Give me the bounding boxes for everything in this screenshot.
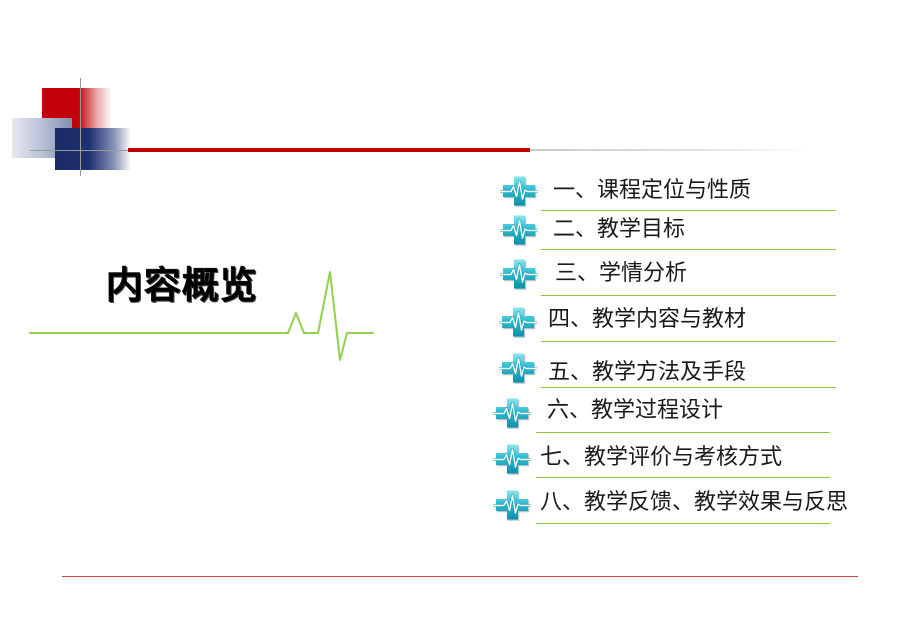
agenda-item-3: 三、学情分析 (500, 258, 890, 298)
agenda-item-7: 七、教学评价与考核方式 (493, 443, 883, 483)
medical-cross-icon (499, 352, 537, 384)
agenda-item-label: 三、学情分析 (555, 261, 688, 286)
agenda-item-label: 五、教学方法及手段 (548, 360, 747, 385)
agenda-item-2: 二、教学目标 (500, 214, 890, 254)
agenda-item-label: 四、教学内容与教材 (548, 307, 747, 332)
decor-vertical-line (80, 78, 81, 176)
agenda-item-label: 七、教学评价与考核方式 (540, 445, 783, 470)
footer-divider (62, 576, 858, 577)
agenda-item-underline (536, 523, 830, 524)
agenda-item-underline (541, 295, 836, 296)
medical-cross-icon (493, 443, 531, 475)
agenda-item-5: 五、教学方法及手段 (499, 352, 889, 392)
agenda-item-1: 一、课程定位与性质 (500, 175, 890, 215)
medical-cross-icon (500, 258, 538, 290)
agenda-item-label: 八、教学反馈、教学效果与反思 (540, 490, 849, 515)
medical-cross-icon (499, 306, 537, 338)
agenda-item-underline (541, 341, 836, 342)
agenda-item-label: 一、课程定位与性质 (553, 178, 752, 203)
decor-navy-square (55, 128, 131, 170)
medical-cross-icon (493, 397, 531, 429)
header-red-bar (128, 148, 530, 152)
agenda-item-underline (541, 249, 836, 250)
medical-cross-icon (500, 175, 538, 207)
agenda-item-label: 六、教学过程设计 (547, 398, 724, 423)
agenda-item-8: 八、教学反馈、教学效果与反思 (493, 489, 883, 529)
agenda-item-4: 四、教学内容与教材 (499, 306, 889, 346)
header-fade-bar (530, 149, 812, 151)
agenda-item-underline (536, 477, 830, 478)
medical-cross-icon (493, 489, 531, 521)
slide-title: 内容概览 (106, 264, 258, 307)
agenda-item-label: 二、教学目标 (553, 217, 686, 242)
medical-cross-icon (500, 214, 538, 246)
agenda-item-underline (536, 432, 830, 433)
decor-horizontal-line (30, 150, 130, 151)
agenda-item-underline (541, 387, 836, 388)
agenda-item-underline (541, 210, 836, 211)
agenda-item-6: 六、教学过程设计 (493, 397, 883, 437)
heartbeat-line-icon (29, 271, 374, 361)
